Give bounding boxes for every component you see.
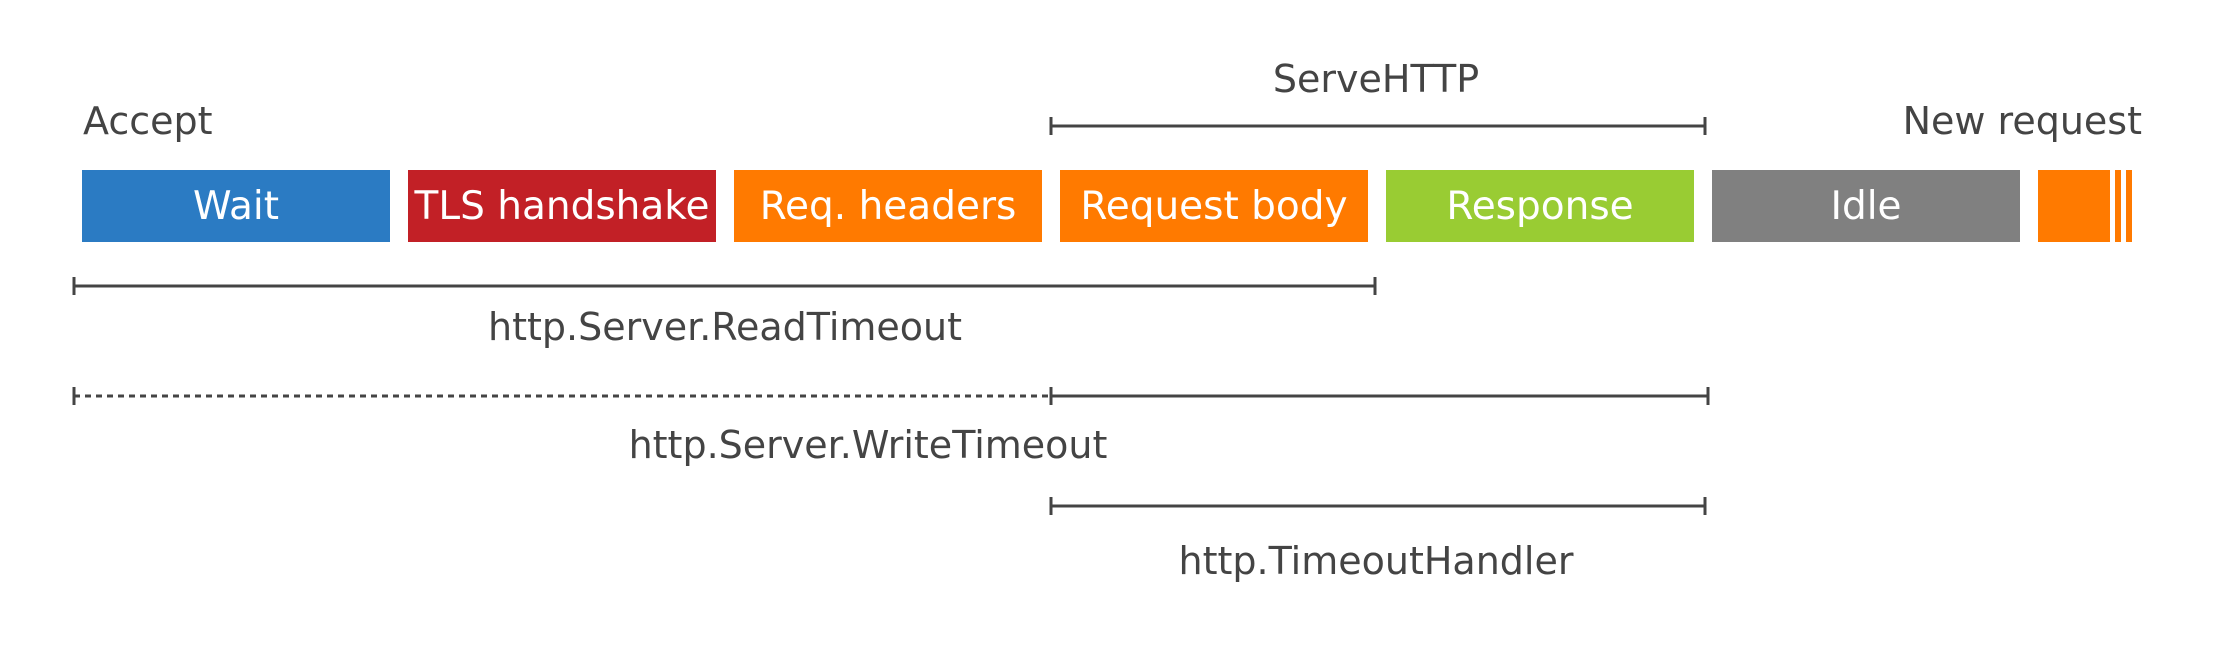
read-timeout-bracket: [72, 277, 1377, 295]
response-block-label: Response: [1446, 183, 1634, 229]
idle-block-label: Idle: [1830, 183, 1902, 229]
wait-block-label: Wait: [192, 183, 280, 229]
read-timeout-label: http.Server.ReadTimeout: [488, 305, 962, 349]
new-request-label: New request: [1902, 99, 2142, 143]
timeout-handler-label: http.TimeoutHandler: [1178, 539, 1574, 583]
idle-block: Idle: [1712, 170, 2020, 242]
next-request-stripe-1: [2115, 170, 2121, 242]
next-request-stripe-2: [2126, 170, 2132, 242]
response-block: Response: [1386, 170, 1694, 242]
serve-http-bracket: [1049, 117, 1707, 135]
serve-http-label: ServeHTTP: [1272, 57, 1480, 101]
tls-handshake-block-label: TLS handshake: [414, 183, 710, 229]
request-body-block: Request body: [1060, 170, 1368, 242]
request-body-block-label: Request body: [1080, 183, 1348, 229]
timeout-handler-bracket: [1049, 497, 1707, 515]
req-headers-block-label: Req. headers: [759, 183, 1017, 229]
req-headers-block: Req. headers: [734, 170, 1042, 242]
wait-block: Wait: [82, 170, 390, 242]
tls-handshake-block: TLS handshake: [408, 170, 716, 242]
next-request-block: [2038, 170, 2110, 242]
write-timeout-bracket: [72, 387, 1710, 405]
accept-label: Accept: [83, 99, 213, 143]
write-timeout-label: http.Server.WriteTimeout: [628, 423, 1108, 467]
